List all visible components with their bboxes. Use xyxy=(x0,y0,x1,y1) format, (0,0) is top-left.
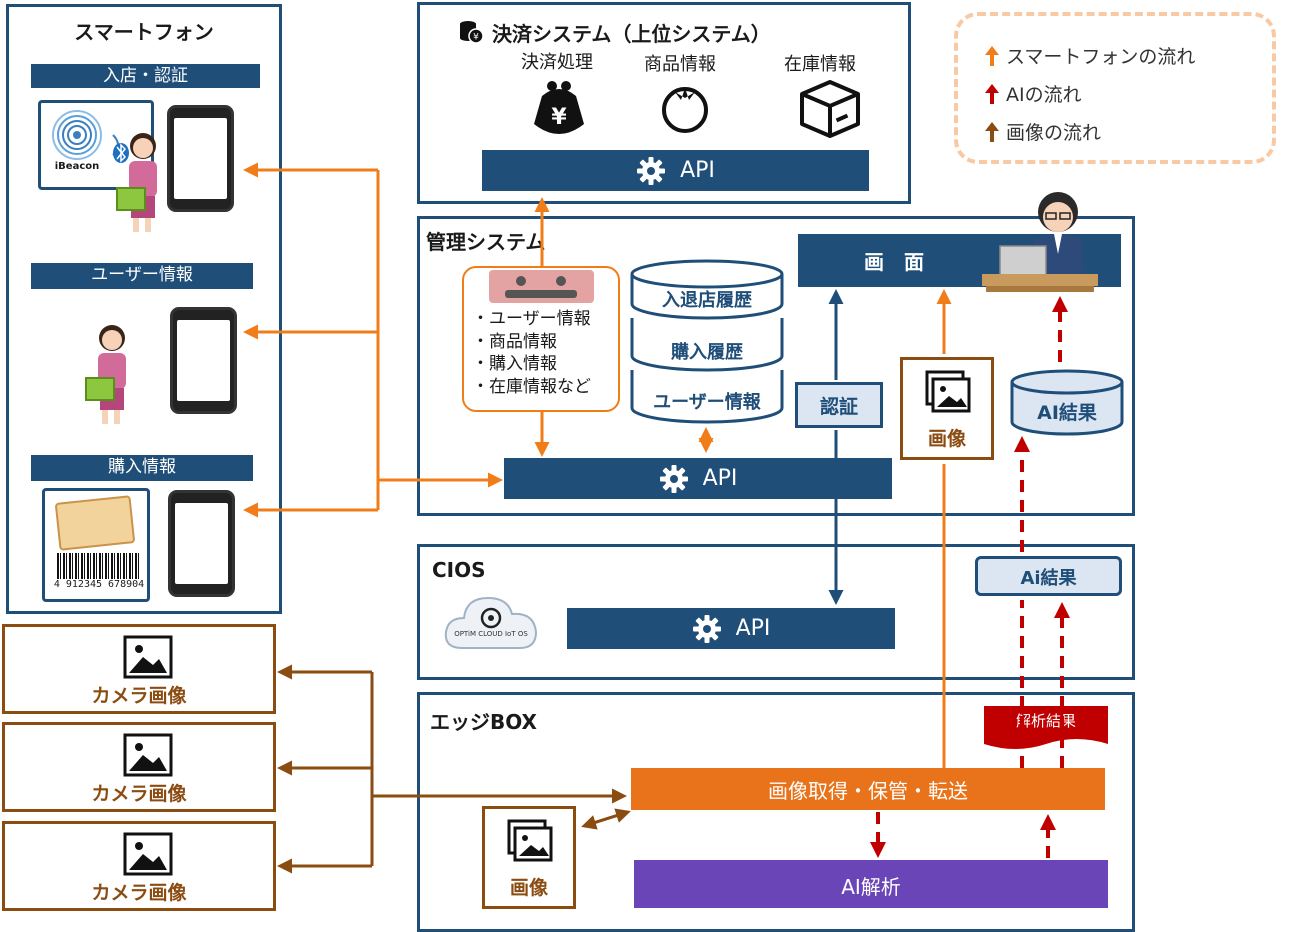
ibeacon-label: iBeacon xyxy=(54,161,100,172)
legend-label-image: 画像の流れ xyxy=(1006,122,1102,144)
ai-result-cylinder xyxy=(1010,369,1124,436)
gear-icon xyxy=(659,464,688,493)
ibeacon-icon xyxy=(52,110,102,160)
svg-text:¥: ¥ xyxy=(551,105,567,130)
info-item-product: ・商品情報 xyxy=(472,332,557,352)
camera-box-3: カメラ画像 xyxy=(2,821,276,911)
section-user-info: ユーザー情報 xyxy=(31,263,253,289)
ai-result-label: AI結果 xyxy=(1037,402,1097,424)
auth-box xyxy=(795,382,883,428)
picture-icon xyxy=(123,635,173,679)
ai-analysis-label: AI解析 xyxy=(841,875,901,899)
camera-box-1: カメラ画像 xyxy=(2,624,276,714)
edge-image-label: 画像 xyxy=(509,877,548,899)
ai-analysis-bar xyxy=(634,860,1108,908)
camera-box-2: カメラ画像 xyxy=(2,722,276,812)
smartphone-device-2 xyxy=(170,307,237,414)
legend-label-smartphone: スマートフォンの流れ xyxy=(1006,46,1196,68)
gear-icon xyxy=(692,614,721,643)
section-entry-auth: 入店・認証 xyxy=(31,64,260,88)
cios-ai-result-box xyxy=(975,556,1122,596)
legend-item-image: 画像の流れ xyxy=(984,118,1101,145)
camera-label-3: カメラ画像 xyxy=(91,882,187,904)
operator-at-laptop-icon xyxy=(982,192,1098,292)
edge-image-box: 画像 xyxy=(482,806,576,909)
auth-label: 認証 xyxy=(819,396,858,418)
gear-icon xyxy=(637,156,666,185)
legend-box xyxy=(954,12,1276,164)
db-user-info: ユーザー情報 xyxy=(653,392,761,413)
picture-stack-icon xyxy=(925,370,971,413)
coin-stack-icon: ¥ xyxy=(460,21,484,44)
bluetooth-icon xyxy=(112,134,129,163)
arrow-up-icon xyxy=(985,83,999,104)
cloud-logo-icon xyxy=(444,596,538,649)
barcode-bubble: 4 912345 678904 xyxy=(42,488,150,602)
payment-item-inventory: 在庫情報 xyxy=(784,54,856,75)
database-cylinders xyxy=(630,259,784,424)
camera-label-1: カメラ画像 xyxy=(91,685,187,707)
cios-logo-text: OPTiM CLOUD IoT OS xyxy=(454,630,528,638)
svg-text:¥: ¥ xyxy=(473,33,479,43)
legend-label-ai: AIの流れ xyxy=(1006,84,1082,106)
info-item-purchase: ・購入情報 xyxy=(472,354,557,374)
payment-item-settlement: 決済処理 xyxy=(521,52,593,73)
arrow-up-icon xyxy=(985,45,999,66)
info-item-user: ・ユーザー情報 xyxy=(472,309,591,329)
section-purchase-info: 購入情報 xyxy=(31,455,253,481)
db-purchase-history: 購入履歴 xyxy=(671,342,743,363)
picture-icon xyxy=(123,832,173,876)
purse-yen-icon: ¥ xyxy=(534,81,584,134)
management-api-bar: API xyxy=(504,458,892,499)
cios-api-bar: API xyxy=(567,608,895,649)
management-system-title: 管理システム xyxy=(426,230,546,254)
analysis-result-label: 解析結果 xyxy=(1015,712,1076,730)
image-acquire-bar xyxy=(631,768,1105,810)
cios-ai-result-label: Ai結果 xyxy=(1020,568,1077,589)
legend-item-smartphone: スマートフォンの流れ xyxy=(984,42,1195,69)
payment-system-title: 決済システム（上位システム） xyxy=(492,22,771,46)
edge-box-title: エッジBOX xyxy=(430,710,537,734)
management-image-label: 画像 xyxy=(927,428,966,450)
cios-title: CIOS xyxy=(432,558,486,582)
management-image-box: 画像 xyxy=(900,357,994,460)
product-package-icon xyxy=(54,495,136,551)
payment-api-bar: API xyxy=(482,150,869,191)
tomato-icon xyxy=(662,87,708,133)
people-icon xyxy=(505,276,577,298)
screen-label: 画 面 xyxy=(864,250,924,274)
cardboard-box-icon xyxy=(800,80,860,138)
ibeacon-bubble: iBeacon xyxy=(38,100,154,190)
smartphone-title: スマートフォン xyxy=(74,20,214,44)
cios-api-label: API xyxy=(735,616,771,641)
payment-item-product: 商品情報 xyxy=(644,54,716,75)
payment-api-label: API xyxy=(680,158,715,183)
shopper-woman-icon xyxy=(116,133,157,232)
camera-label-2: カメラ画像 xyxy=(91,783,187,805)
barcode-number: 4 912345 678904 xyxy=(53,579,145,590)
legend-item-ai: AIの流れ xyxy=(984,80,1082,107)
picture-icon xyxy=(123,733,173,777)
db-entry-history: 入退店履歴 xyxy=(662,290,752,311)
info-item-inventory: ・在庫情報など xyxy=(472,377,591,397)
smartphone-device-1 xyxy=(167,105,234,212)
user-group-icon xyxy=(489,270,594,303)
picture-stack-icon xyxy=(507,819,553,862)
analysis-result-doc xyxy=(984,706,1108,749)
image-acquire-label: 画像取得・保管・転送 xyxy=(768,779,968,803)
arrow-up-icon xyxy=(985,121,999,142)
barcode-icon xyxy=(57,553,139,579)
smartphone-device-3 xyxy=(168,490,235,597)
management-api-label: API xyxy=(702,466,738,491)
shopper-woman-icon-2 xyxy=(85,325,126,424)
